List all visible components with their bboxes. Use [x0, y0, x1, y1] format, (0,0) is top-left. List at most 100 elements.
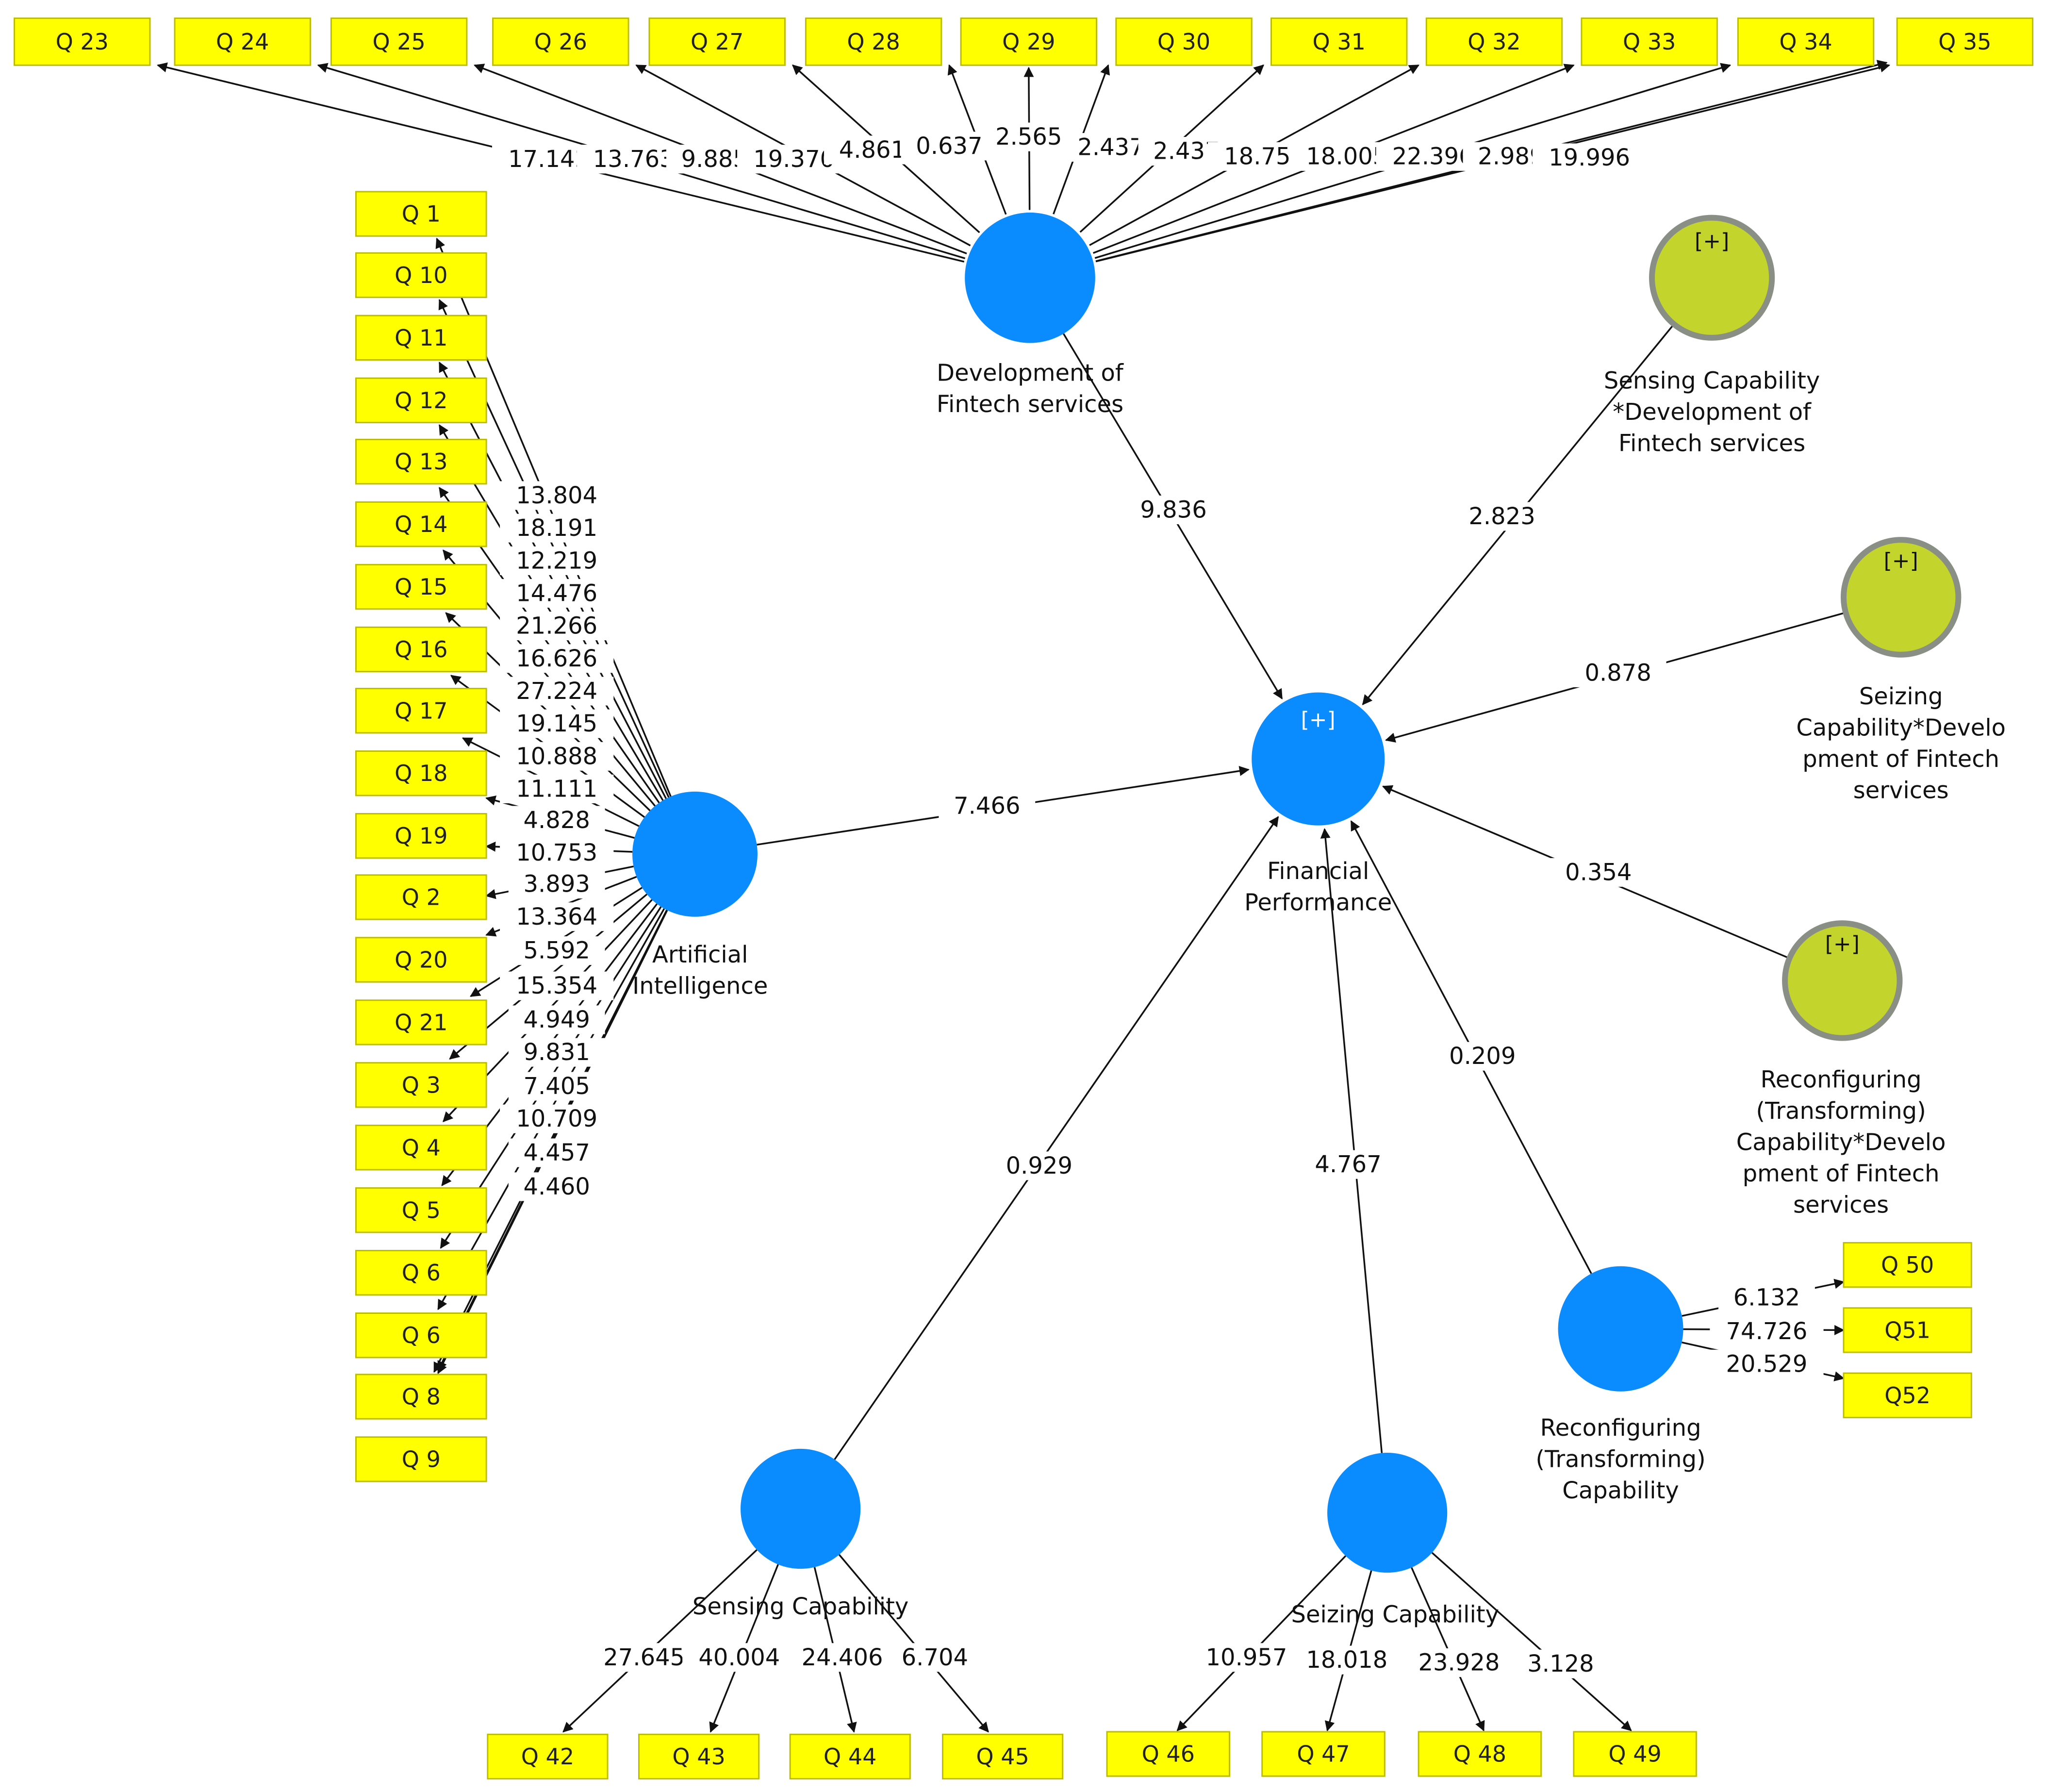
svg-text:Q 2: Q 2: [402, 884, 441, 910]
indicator-q51: Q51: [1843, 1307, 1972, 1353]
indicator-q-20-12: Q 20: [355, 937, 487, 983]
indicator-q-3-14: Q 3: [355, 1062, 487, 1108]
indicator-q-48: Q 48: [1418, 1731, 1542, 1777]
indicator-q-8-19: Q 8: [355, 1374, 487, 1420]
svg-text:27.645: 27.645: [603, 1644, 685, 1671]
indicator-q-32: Q 32: [1425, 17, 1563, 66]
svg-text:6.704: 6.704: [902, 1644, 968, 1671]
coef-sc-q-45: 6.704: [886, 1643, 983, 1672]
coef-ai-14: 5.592: [508, 936, 605, 965]
svg-text:18.018: 18.018: [1306, 1646, 1387, 1674]
svg-text:Q 49: Q 49: [1608, 1741, 1661, 1767]
coef-ai-5: 16.626: [500, 644, 614, 673]
indicator-q-15-6: Q 15: [355, 564, 487, 610]
indicator-q-47: Q 47: [1261, 1731, 1385, 1777]
coef-ai-13: 13.364: [500, 902, 614, 931]
svg-text:Q 28: Q 28: [847, 29, 900, 55]
svg-text:19.145: 19.145: [516, 710, 597, 737]
indicator-q-34: Q 34: [1737, 17, 1875, 66]
svg-text:Q52: Q52: [1884, 1382, 1930, 1409]
indicator-q-46: Q 46: [1106, 1731, 1231, 1777]
svg-text:Q 33: Q 33: [1623, 29, 1676, 55]
construct-label-line: services: [1793, 1192, 1889, 1219]
indicator-q-2-11: Q 2: [355, 874, 487, 920]
svg-text:Q 3: Q 3: [402, 1072, 441, 1098]
svg-text:Q 14: Q 14: [395, 511, 447, 537]
svg-text:10.753: 10.753: [516, 839, 597, 866]
svg-text:21.266: 21.266: [516, 613, 597, 640]
construct-label-line: pment of Fintech: [1743, 1160, 1940, 1187]
coef-ai-4: 21.266: [500, 612, 614, 641]
svg-text:7.405: 7.405: [524, 1073, 590, 1100]
indicator-q-24: Q 24: [174, 17, 311, 66]
svg-text:27.224: 27.224: [516, 678, 597, 705]
indicator-q-25: Q 25: [330, 17, 468, 66]
svg-text:Q 32: Q 32: [1468, 29, 1520, 55]
coef-dev-q-29: 2.565: [980, 122, 1077, 151]
svg-text:Q 17: Q 17: [395, 697, 447, 724]
svg-text:5.592: 5.592: [524, 937, 590, 964]
svg-text:Q 29: Q 29: [1002, 29, 1055, 55]
indicator-q52: Q52: [1843, 1372, 1972, 1418]
svg-text:9.831: 9.831: [524, 1039, 590, 1066]
coef-path-sz: 4.767: [1300, 1150, 1397, 1179]
construct-label-line: Capability: [1562, 1477, 1679, 1504]
svg-text:Q 1: Q 1: [402, 201, 441, 227]
indicator-q-6-18: Q 6: [355, 1312, 487, 1359]
svg-text:22.396: 22.396: [1392, 143, 1474, 170]
construct-sensing-capability: Sensing Capability: [693, 1448, 908, 1620]
indicator-q-19-10: Q 19: [355, 813, 487, 859]
svg-text:Q 16: Q 16: [395, 636, 447, 663]
indicator-q-13-4: Q 13: [355, 438, 487, 485]
svg-text:Q 11: Q 11: [395, 325, 447, 351]
svg-text:18.191: 18.191: [516, 514, 597, 542]
svg-text:Q 23: Q 23: [56, 29, 109, 55]
construct-label-line: Sensing Capability: [1604, 367, 1820, 395]
coef-ai-6: 27.224: [500, 677, 614, 706]
edge-sc-to-q-42: [562, 1549, 758, 1733]
svg-text:40.004: 40.004: [698, 1644, 780, 1671]
indicator-q-43: Q 43: [638, 1733, 760, 1780]
construct-label-line: Fintech services: [937, 391, 1123, 418]
indicator-q-33: Q 33: [1581, 17, 1718, 66]
svg-text:0.209: 0.209: [1449, 1043, 1516, 1070]
expand-marker: [+]: [1301, 708, 1336, 732]
coef-ai-2: 12.219: [500, 546, 614, 575]
indicator-q-9-20: Q 9: [355, 1436, 487, 1482]
construct-label-line: (Transforming): [1535, 1446, 1705, 1473]
svg-text:Q 6: Q 6: [402, 1322, 441, 1348]
svg-text:Q51: Q51: [1884, 1317, 1930, 1343]
svg-text:16.626: 16.626: [516, 645, 597, 672]
indicator-q-5-16: Q 5: [355, 1187, 487, 1233]
coef-sc-q-42: 27.645: [587, 1643, 701, 1672]
svg-text:Q 46: Q 46: [1142, 1741, 1195, 1767]
svg-text:Q 19: Q 19: [395, 823, 447, 849]
construct-label-line: *Development of: [1613, 398, 1812, 426]
coef-ai-18: 7.405: [508, 1072, 605, 1101]
construct-label-line: Financial: [1267, 858, 1369, 885]
svg-text:Q 5: Q 5: [402, 1197, 441, 1223]
svg-text:4.861: 4.861: [839, 136, 906, 164]
svg-text:Q 24: Q 24: [216, 29, 269, 55]
indicator-q-45: Q 45: [941, 1733, 1064, 1780]
indicator-q-30: Q 30: [1115, 17, 1253, 66]
indicator-q-18-9: Q 18: [355, 750, 487, 796]
coef-ai-16: 4.949: [508, 1005, 605, 1034]
edge-sc-to-fp: [834, 816, 1279, 1460]
coef-sc-q-43: 40.004: [682, 1643, 796, 1672]
svg-text:6.132: 6.132: [1733, 1284, 1800, 1311]
svg-text:Q 43: Q 43: [672, 1743, 725, 1770]
svg-text:4.457: 4.457: [524, 1139, 590, 1166]
indicator-q-26: Q 26: [492, 17, 629, 66]
coef-ai-7: 19.145: [500, 709, 614, 738]
svg-text:4.949: 4.949: [524, 1006, 590, 1033]
svg-text:Q 20: Q 20: [395, 946, 447, 973]
coef-path-m2: 0.878: [1569, 658, 1666, 687]
svg-text:12.219: 12.219: [516, 547, 597, 574]
svg-text:Q 47: Q 47: [1297, 1741, 1350, 1767]
svg-text:15.354: 15.354: [516, 972, 597, 999]
svg-text:10.709: 10.709: [516, 1105, 597, 1132]
